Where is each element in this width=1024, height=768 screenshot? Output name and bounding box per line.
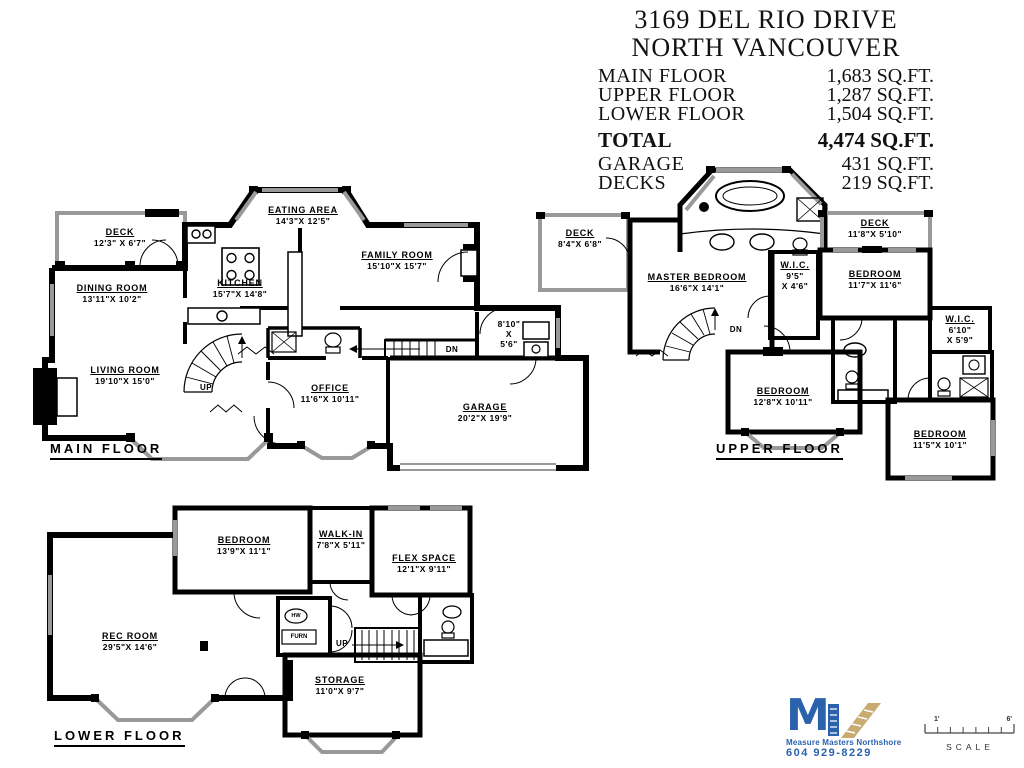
area-row-main: MAIN FLOOR 1,683 SQ.FT. — [598, 65, 934, 87]
furnace-label: FURN — [290, 634, 308, 640]
room-label-storage: STORAGE 11'0"X 9'7" — [315, 675, 365, 696]
double-sinks-icon — [709, 233, 775, 251]
room-label-flex-space: FLEX SPACE 12'1"X 9'11" — [392, 553, 456, 574]
ensuite-bathroom — [677, 166, 828, 256]
room-label-eating-area: EATING AREA 14'3"X 12'5" — [268, 205, 338, 226]
ensuite2-bathroom — [928, 350, 994, 402]
title-block: 3169 DEL RIO DRIVE NORTH VANCOUVER MAIN … — [598, 5, 934, 194]
room-label-wic1: W.I.C. 9'5" X 4'6" — [780, 260, 810, 291]
stairs-up-label-lower: UP — [335, 639, 349, 648]
room-label-garage: GARAGE 20'2"X 19'9" — [457, 402, 513, 423]
room-label-deck-main: DECK 12'3" X 6'7" — [93, 227, 147, 248]
main-floor-title: MAIN FLOOR — [50, 441, 163, 460]
room-label-deck-upper-1: DECK 8'4"X 6'8" — [557, 228, 603, 249]
room-label-living-room: LIVING ROOM 19'10"X 15'0" — [90, 365, 160, 386]
laundry-icons — [522, 321, 550, 358]
room-label-bedroom-lower: BEDROOM 13'9"X 11'1" — [216, 535, 272, 556]
room-label-kitchen: KITCHEN 15'7"X 14'8" — [212, 278, 268, 299]
room-label-master-bedroom: MASTER BEDROOM 16'6"X 14'1" — [647, 272, 747, 293]
lower-door-arcs — [224, 581, 431, 699]
main-bathroom — [831, 316, 897, 404]
area-row-decks: DECKS 219 SQ.FT. — [598, 172, 934, 194]
scale-tick-left-label: 1' — [934, 716, 940, 723]
logo-art: M — [786, 692, 886, 742]
room-label-wic2: W.I.C. 6'10" X 5'9" — [945, 314, 975, 345]
family-fireplace-icon — [460, 244, 478, 282]
area-row-garage: GARAGE 431 SQ.FT. — [598, 153, 934, 175]
scale-tick-right-label: 6' — [1006, 716, 1012, 723]
room-label-bedroom4: BEDROOM 12'8"X 10'11" — [753, 386, 813, 407]
scale-label: SCALE — [946, 742, 994, 752]
lower-windows — [48, 506, 462, 635]
hot-water-tank-icon — [284, 608, 308, 624]
room-label-deck-upper-2: DECK 11'8"X 5'10" — [847, 218, 903, 239]
garage-door — [400, 463, 556, 472]
room-label-office: OFFICE 11'6"X 10'11" — [300, 383, 360, 404]
logo-ruler-icon — [828, 703, 881, 738]
shower-icon — [796, 197, 824, 222]
rec-room-walls — [47, 532, 293, 701]
flex-walls — [369, 505, 473, 598]
area-row-total: TOTAL 4,474 SQ.FT. — [598, 128, 934, 152]
storage-walls — [282, 652, 423, 754]
wall-break-squiggles — [209, 346, 275, 413]
fireplace-icon — [33, 368, 78, 425]
powder-room-icons — [271, 331, 342, 354]
logo-phone: 604 929-8229 — [786, 747, 872, 759]
stairs-up-icon — [183, 333, 246, 393]
hot-water-label: HW — [291, 613, 301, 619]
furnace-icon — [281, 629, 317, 645]
address-line-2: NORTH VANCOUVER — [631, 33, 901, 62]
room-label-walkin: WALK-IN 7'8"X 5'11" — [316, 529, 366, 550]
upper-deck-1 — [536, 212, 630, 292]
room-label-rec-room: REC ROOM 29'5"X 14'6" — [102, 631, 158, 652]
scale-bar: 1' 6' SCALE — [922, 716, 1018, 752]
stairs-down-icon — [349, 339, 478, 359]
room-label-laundry: 8'10" X 5'6" — [497, 319, 521, 349]
area-table: MAIN FLOOR 1,683 SQ.FT. UPPER FLOOR 1,28… — [598, 65, 934, 194]
bay-windows — [128, 436, 374, 461]
upper-floor-title: UPPER FLOOR — [716, 441, 843, 460]
upper-floor-plan — [536, 166, 996, 481]
logo-monogram: M — [786, 690, 830, 741]
utility-room — [276, 596, 332, 657]
company-logo: M Measure Masters Northshore 604 929-822… — [786, 692, 936, 760]
room-label-bedroom2: BEDROOM 11'7"X 11'6" — [848, 269, 902, 290]
room-label-family-room: FAMILY ROOM 15'10"X 15'7" — [361, 250, 433, 271]
lower-bathroom — [418, 593, 474, 664]
stairs-down-curved-icon — [662, 307, 719, 361]
upper-door-arcs — [605, 237, 931, 401]
lower-floor-plan — [47, 505, 474, 754]
stairs-up-straight-icon — [352, 627, 421, 663]
stairs-up-label: UP — [199, 383, 213, 392]
lower-floor-title: LOWER FLOOR — [54, 728, 185, 747]
kitchen-sink-icon — [186, 225, 303, 337]
stairs-down-label-upper: DN — [729, 325, 743, 334]
room-label-bedroom3: BEDROOM 11'5"X 10'1" — [912, 429, 968, 450]
room-label-dining: DINING ROOM 13'11"X 10'2" — [76, 283, 148, 304]
logo-company-name: Measure Masters Northshore — [786, 738, 902, 747]
area-row-upper: UPPER FLOOR 1,287 SQ.FT. — [598, 84, 934, 106]
stairs-down-label: DN — [445, 345, 459, 354]
stove-icon — [221, 247, 260, 286]
bathtub-icon — [715, 180, 785, 212]
main-door-arcs — [253, 251, 537, 445]
area-row-lower: LOWER FLOOR 1,504 SQ.FT. — [598, 103, 934, 125]
address-line-1: 3169 DEL RIO DRIVE — [634, 5, 898, 34]
scale-ruler-icon — [924, 724, 1015, 734]
main-windows — [50, 188, 560, 348]
main-floor-plan — [33, 186, 589, 472]
bedroom4-walls — [725, 347, 863, 450]
